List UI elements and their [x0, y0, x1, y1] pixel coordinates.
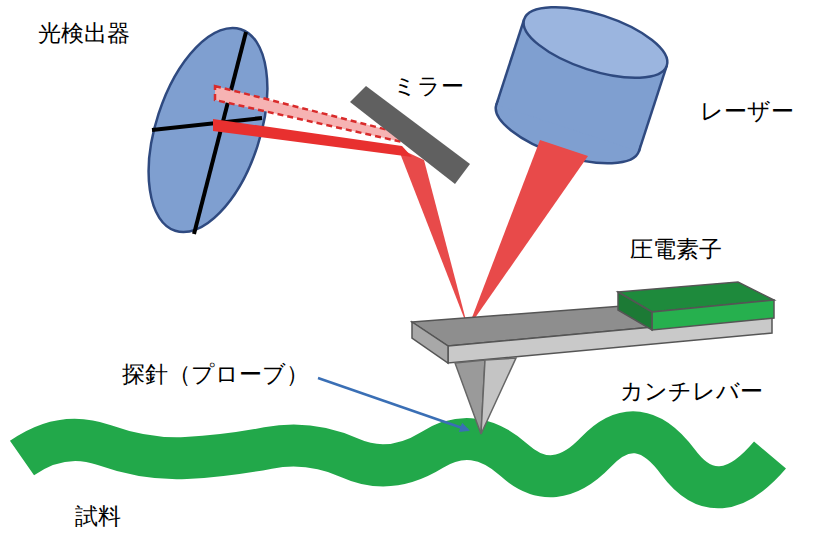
incident-beam	[468, 140, 588, 328]
part-label: カンチレバー	[620, 378, 763, 406]
piezo-element	[618, 282, 774, 330]
part-label: ミラー	[393, 73, 464, 101]
part-label: 圧電素子	[630, 236, 722, 264]
laser	[488, 0, 676, 178]
part-label: 探針（プローブ）	[122, 361, 309, 389]
probe-tip	[455, 358, 516, 434]
leader-arrow	[318, 378, 468, 430]
part-label: レーザー	[700, 98, 794, 126]
part-label: 試料	[75, 503, 121, 531]
sample-wave	[22, 432, 770, 487]
mirror	[350, 86, 470, 184]
part-label: 光検出器	[38, 20, 130, 48]
